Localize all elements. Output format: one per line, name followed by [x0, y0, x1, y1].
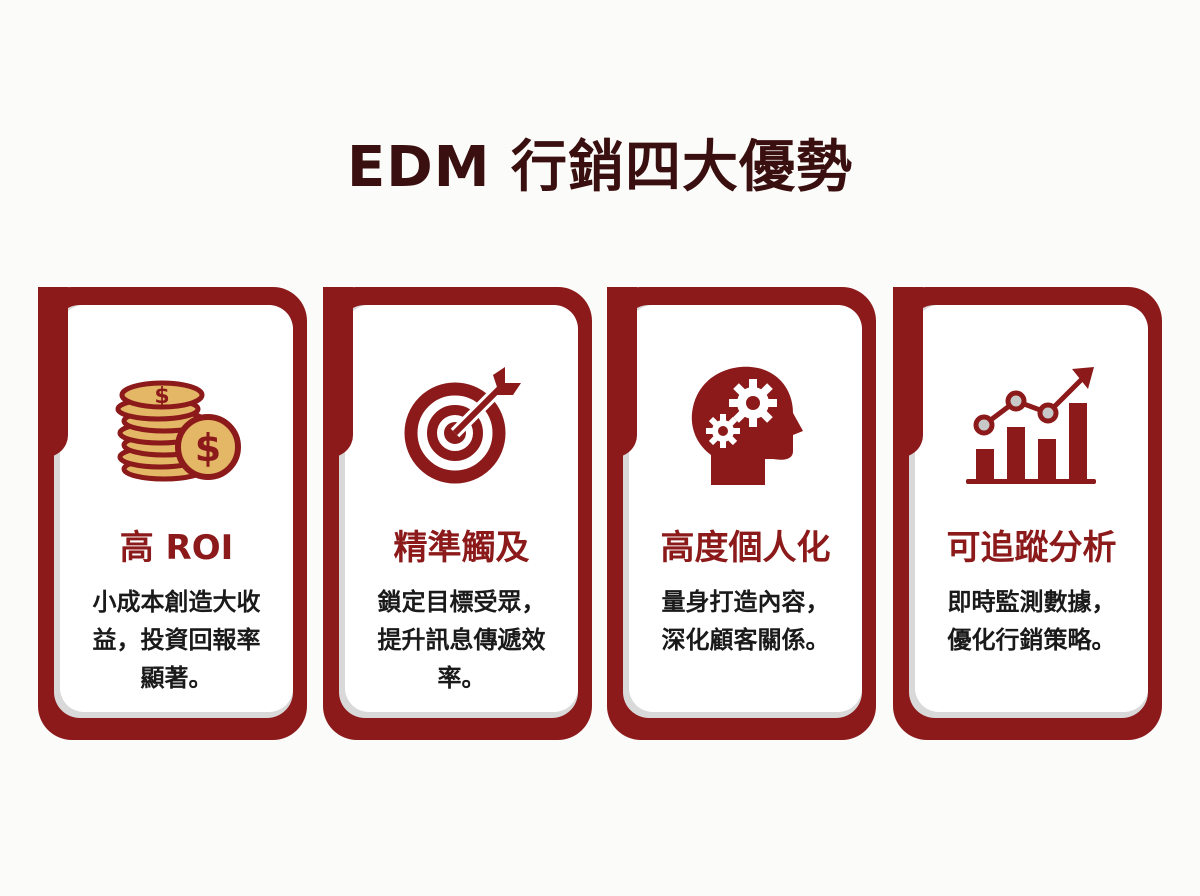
- card-tab-decoration: [607, 287, 637, 457]
- svg-text:$: $: [154, 384, 169, 409]
- card-precise-reach: 精準觸及 鎖定目標受眾，提升訊息傳遞效率。: [323, 287, 592, 740]
- card-description: 鎖定目標受眾，提升訊息傳遞效率。: [377, 588, 546, 692]
- card-tab-decoration: [323, 287, 353, 457]
- card-face: 精準觸及 鎖定目標受眾，提升訊息傳遞效率。: [345, 305, 578, 712]
- card-personalization: 高度個人化 量身打造內容，深化顧客關係。: [607, 287, 876, 740]
- card-title: 高 ROI: [119, 528, 234, 568]
- card-tab-decoration: [38, 287, 68, 457]
- card-description: 即時監測數據，優化行銷策略。: [947, 588, 1116, 654]
- page-title: EDM 行銷四大優勢: [347, 135, 853, 200]
- target-arrow-icon: [345, 360, 578, 490]
- card-description: 量身打造內容，深化顧客關係。: [661, 588, 830, 654]
- card-title: 可追蹤分析: [946, 528, 1117, 568]
- card-frame: 高度個人化 量身打造內容，深化顧客關係。: [623, 305, 862, 718]
- growth-chart-icon: [915, 360, 1148, 490]
- card-high-roi: $ $ 高 ROI 小成本創造大收益，投資回報率顯著。: [38, 287, 307, 740]
- card-trackable-analytics: 可追蹤分析 即時監測數據，優化行銷策略。: [893, 287, 1162, 740]
- head-gears-icon: [629, 360, 862, 490]
- card-face: 高度個人化 量身打造內容，深化顧客關係。: [629, 305, 862, 712]
- card-frame: 可追蹤分析 即時監測數據，優化行銷策略。: [909, 305, 1148, 718]
- card-frame: $ $ 高 ROI 小成本創造大收益，投資回報率顯著。: [54, 305, 293, 718]
- card-face: $ $ 高 ROI 小成本創造大收益，投資回報率顯著。: [60, 305, 293, 712]
- coin-stack-icon: $ $: [60, 360, 293, 490]
- card-tab-decoration: [893, 287, 923, 457]
- card-frame: 精準觸及 鎖定目標受眾，提升訊息傳遞效率。: [339, 305, 578, 718]
- card-description: 小成本創造大收益，投資回報率顯著。: [92, 588, 261, 692]
- svg-text:$: $: [194, 426, 220, 470]
- card-face: 可追蹤分析 即時監測數據，優化行銷策略。: [915, 305, 1148, 712]
- card-title: 高度個人化: [660, 528, 831, 568]
- card-title: 精準觸及: [393, 528, 530, 568]
